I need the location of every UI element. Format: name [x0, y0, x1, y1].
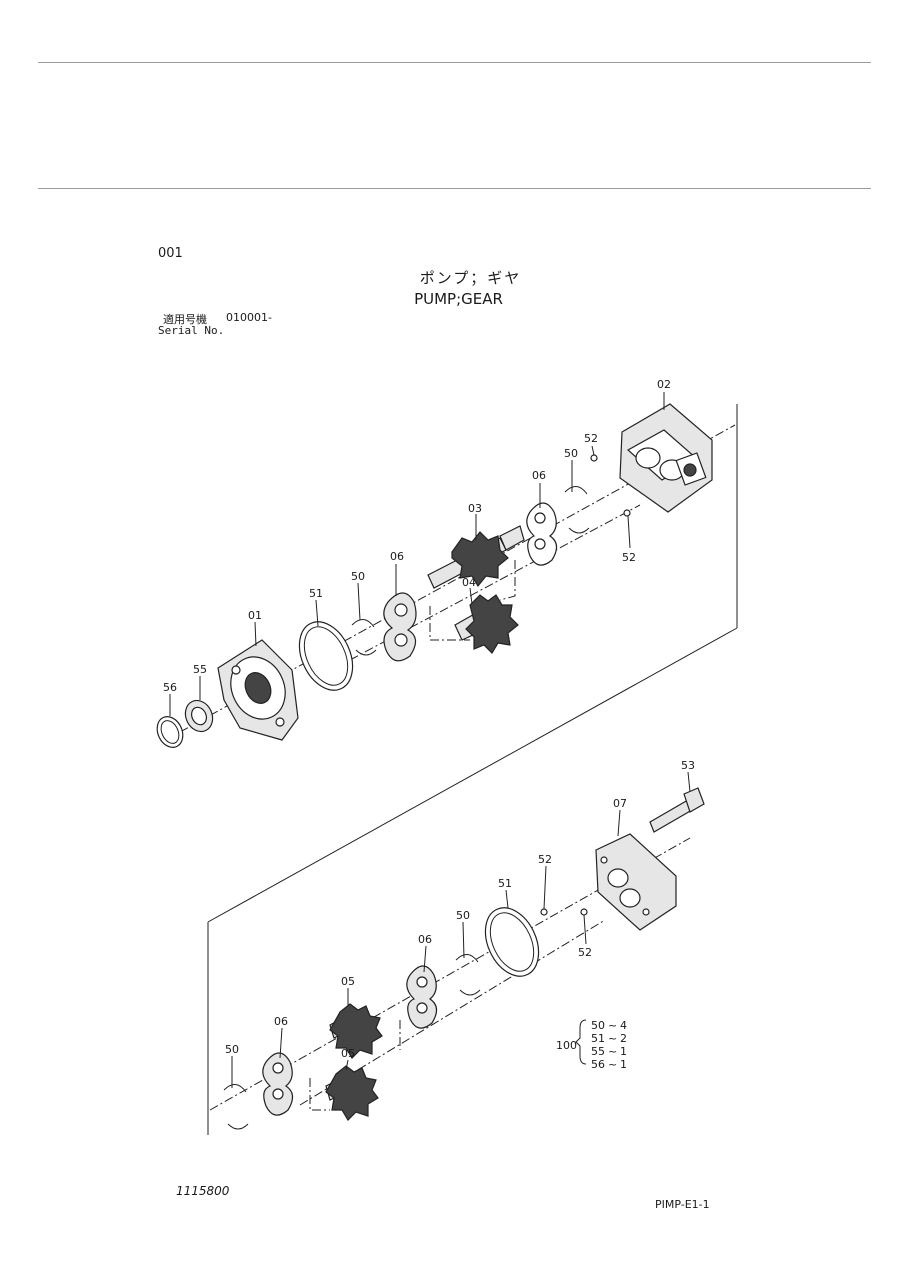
- pin-52-lower-a: [540, 908, 548, 916]
- drawing-number: 1115800: [176, 1184, 230, 1198]
- pin-52-upper-b: [623, 509, 631, 517]
- snap-ring-56: [156, 716, 184, 748]
- kit-row-3-part: 55: [591, 1045, 605, 1058]
- kit-row-1-part: 50: [591, 1019, 605, 1032]
- flange-housing-01: [217, 639, 299, 741]
- kit-row-4-part: 56: [591, 1058, 605, 1071]
- kit-row-4-qty: 1: [620, 1058, 627, 1071]
- callout-labels: 02 52 50 06 52 03 04 06 50 51 01 55 56 5…: [163, 378, 695, 1060]
- assembly-frame: [207, 404, 738, 1135]
- callout-50-a: 50: [564, 447, 578, 460]
- kit-row-2-qty: 2: [620, 1032, 627, 1045]
- svg-text:~: ~: [608, 1032, 617, 1045]
- callout-56: 56: [163, 681, 177, 694]
- title-english: PUMP;GEAR: [414, 290, 503, 308]
- kit-row-2-part: 51: [591, 1032, 605, 1045]
- callout-03: 03: [468, 502, 482, 515]
- serial-label-english: Serial No.: [158, 324, 225, 337]
- drive-gear-shaft-03: [427, 525, 525, 589]
- callout-02: 02: [657, 378, 671, 391]
- callout-06-a: 06: [532, 469, 546, 482]
- ring-50-upper-left: [351, 619, 377, 656]
- callout-50-b: 50: [351, 570, 365, 583]
- leader-lines: [169, 392, 691, 1088]
- o-ring-51-upper: [298, 621, 354, 691]
- header-rule: [38, 188, 871, 189]
- sheet-id: PIMP-E1-1: [655, 1198, 710, 1211]
- rear-cover-07: [595, 833, 677, 931]
- kit-label: 100: [556, 1039, 577, 1052]
- top-rule: [38, 62, 871, 63]
- o-ring-51-lower: [484, 907, 540, 977]
- kit-table: 100 50 ~ 4 51 ~ 2 55 ~ 1 56 ~ 1: [556, 1019, 627, 1071]
- callout-52-a: 52: [584, 432, 598, 445]
- callout-52-d: 52: [578, 946, 592, 959]
- ring-50-lower-left: [223, 1084, 249, 1130]
- callout-53: 53: [681, 759, 695, 772]
- serial-value: 010001-: [226, 311, 272, 324]
- ring-50-lower-right: [455, 954, 481, 996]
- callout-06-d: 06: [274, 1015, 288, 1028]
- bolt-53: [649, 787, 705, 833]
- callout-51-a: 51: [309, 587, 323, 600]
- svg-text:~: ~: [608, 1058, 617, 1071]
- callout-04: 04: [462, 576, 476, 589]
- callout-01: 01: [248, 609, 262, 622]
- axis-lines: [179, 424, 736, 1111]
- callout-52-c: 52: [538, 853, 552, 866]
- wear-plate-06-upper-right: [526, 502, 558, 566]
- wear-plate-06-lower-right: [406, 965, 438, 1029]
- page-code: 001: [158, 246, 183, 261]
- pin-52-lower-b: [580, 908, 588, 916]
- callout-06-c: 06: [418, 933, 432, 946]
- oil-seal-55: [184, 699, 214, 733]
- wear-plate-06-upper-left: [383, 592, 417, 662]
- wear-plate-06-lower-left: [262, 1052, 294, 1116]
- kit-row-1-qty: 4: [620, 1019, 627, 1032]
- callout-50-c: 50: [456, 909, 470, 922]
- callout-05-a: 05: [341, 975, 355, 988]
- callout-55: 55: [193, 663, 207, 676]
- driven-gear-04: [454, 594, 519, 654]
- pin-52-upper-a: [590, 454, 598, 462]
- gear-body-02: [619, 403, 713, 513]
- callout-50-d: 50: [225, 1043, 239, 1056]
- ring-50-upper-right: [564, 486, 590, 534]
- serial-label-japanese: 適用号機: [163, 313, 207, 326]
- callout-07: 07: [613, 797, 627, 810]
- callout-52-b: 52: [622, 551, 636, 564]
- kit-row-3-qty: 1: [620, 1045, 627, 1058]
- title-japanese: ポンプ；ギヤ: [419, 269, 522, 287]
- callout-05-b: 05: [341, 1047, 355, 1060]
- callout-06-b: 06: [390, 550, 404, 563]
- callout-51-b: 51: [498, 877, 512, 890]
- svg-text:~: ~: [608, 1019, 617, 1032]
- gear-05-upper: [329, 1003, 383, 1059]
- svg-text:~: ~: [608, 1045, 617, 1058]
- gear-05-lower: [325, 1065, 379, 1121]
